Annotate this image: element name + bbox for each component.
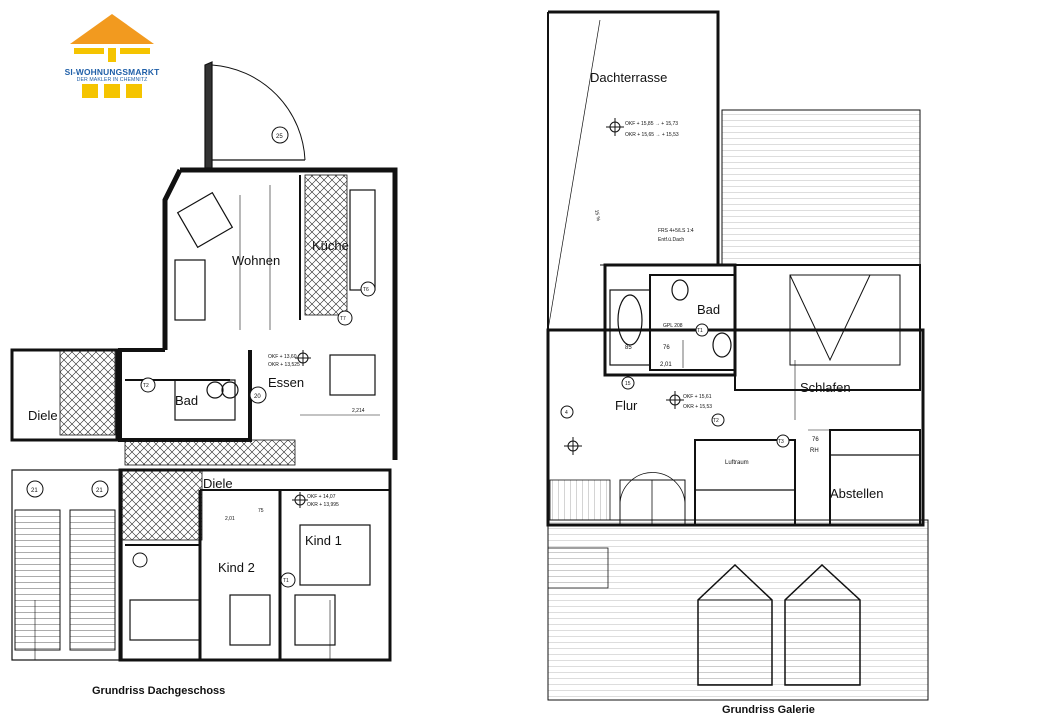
marker-15: 15 [625,381,631,387]
marker-4: 4 [565,410,568,416]
annotation-okr-flur: OKR + 15,53 [683,404,712,410]
marker-20: 20 [254,394,261,400]
room-label-bad: Bad [175,393,198,408]
room-label-wohnen: Wohnen [232,253,280,268]
marker-t6: T6 [363,287,369,293]
marker-t2: T2 [143,383,149,389]
logo-title: SI-WOHNUNGSMARKT [64,67,160,77]
annotation-entf: Entf.ü.Dach [658,237,684,243]
annotation-frs: FRS 4+5/LS 1:4 [658,228,694,234]
room-label-diele-left: Diele [28,408,58,423]
annotation-okr-diele: OKR + 13,995 [307,502,339,508]
marker-21b: 21 [96,488,103,494]
annotation-dim-76b: 76 [812,437,819,443]
room-label-flur: Flur [615,398,638,413]
floor-plan-galerie: 4 15 T2 T1 T3 Dachterrasse Bad Flur Schl… [546,10,929,701]
annotation-okf-diele: OKF + 14,07 [307,494,336,500]
marker-25: 25 [276,134,283,140]
annotation-okr-dachterrasse: OKR + 15,65 → + 15,53 [625,132,679,138]
annotation-dim-85: 85 [625,345,632,351]
floor-plan-dachgeschoss: Wohnen Küche Essen Bad Diele Diele Kind … [10,61,398,662]
room-label-schlafen: Schlafen [800,380,851,395]
caption-dachgeschoss: Grundriss Dachgeschoss [92,685,226,697]
room-label-abstellen: Abstellen [830,486,883,501]
caption-galerie: Grundriss Galerie [722,704,815,716]
annotation-dim-201: 2,01 [660,362,672,368]
annotation-gpl: GPL 208 [663,323,683,329]
room-label-dachterrasse: Dachterrasse [590,70,667,85]
annotation-okr-essen: OKR + 13,525 [268,362,300,368]
marker-t7: T7 [340,316,346,322]
annotation-dim-2214: 2,214 [352,408,365,414]
annotation-dim-75: 75 [258,508,264,514]
marker-t1: T1 [283,578,289,584]
marker-21a: 21 [31,488,38,494]
logo-subtitle: DER MAKLER IN CHEMNITZ [76,77,148,83]
annotation-dim-201: 2,01 [225,516,235,522]
marker-t2: T2 [713,418,719,424]
annotation-okf-dachterrasse: OKF + 15,85 → + 15,73 [625,121,678,127]
marker-t1: T1 [697,328,703,334]
room-label-luftraum: Luftraum [725,460,749,466]
annotation-rh: RH [810,448,819,454]
annotation-dim-76: 76 [663,345,670,351]
room-label-essen: Essen [268,375,304,390]
room-label-kueche: Küche [312,238,349,253]
annotation-okf-essen: OKF + 13,60 [268,354,297,360]
house-logo-icon [70,14,154,98]
room-label-bad: Bad [697,302,720,317]
room-label-diele-center: Diele [203,476,233,491]
annotation-okf-flur: OKF + 15,61 [683,394,712,400]
room-label-kind1: Kind 1 [305,533,342,548]
annotation-percent: 15 % [593,209,601,222]
marker-t3: T3 [778,439,784,445]
room-label-kind2: Kind 2 [218,560,255,575]
